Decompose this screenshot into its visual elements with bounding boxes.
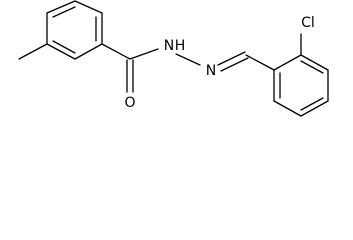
- ring-bond: [74, 43, 103, 60]
- chemical-structure-diagram: O N H N Cl: [18, 0, 329, 117]
- carbonyl-nh-bond: [129, 48, 159, 60]
- carbonyl-double-bond: [126, 59, 134, 93]
- oxygen-label: O: [124, 95, 135, 111]
- ch-ring-bond: [245, 54, 275, 71]
- ring-bond: [46, 0, 76, 14]
- chlorine-label: Cl: [301, 15, 315, 31]
- imine-nitrogen-label: N: [206, 63, 216, 79]
- ring-double-bond: [300, 97, 324, 111]
- ring-double-bond: [300, 60, 324, 74]
- ring-carbonyl-bond: [101, 43, 131, 60]
- ring-bond: [300, 54, 329, 71]
- n-n-bond: [175, 53, 201, 66]
- ring-bond: [46, 43, 76, 60]
- ring-bond: [74, 0, 103, 14]
- ring-double-bond: [52, 40, 76, 54]
- ring-bond: [273, 54, 302, 71]
- amide-hydrogen-label: H: [175, 38, 186, 54]
- ring-bond: [273, 100, 302, 117]
- ring-bond: [300, 100, 329, 117]
- imine-double-bond: [217, 51, 249, 72]
- amide-nitrogen-label: N: [164, 38, 174, 54]
- methyl-bond: [18, 43, 48, 60]
- ring-double-bond: [52, 6, 76, 18]
- right-benzene-ring: [273, 54, 329, 117]
- left-benzene-ring: [46, 0, 103, 60]
